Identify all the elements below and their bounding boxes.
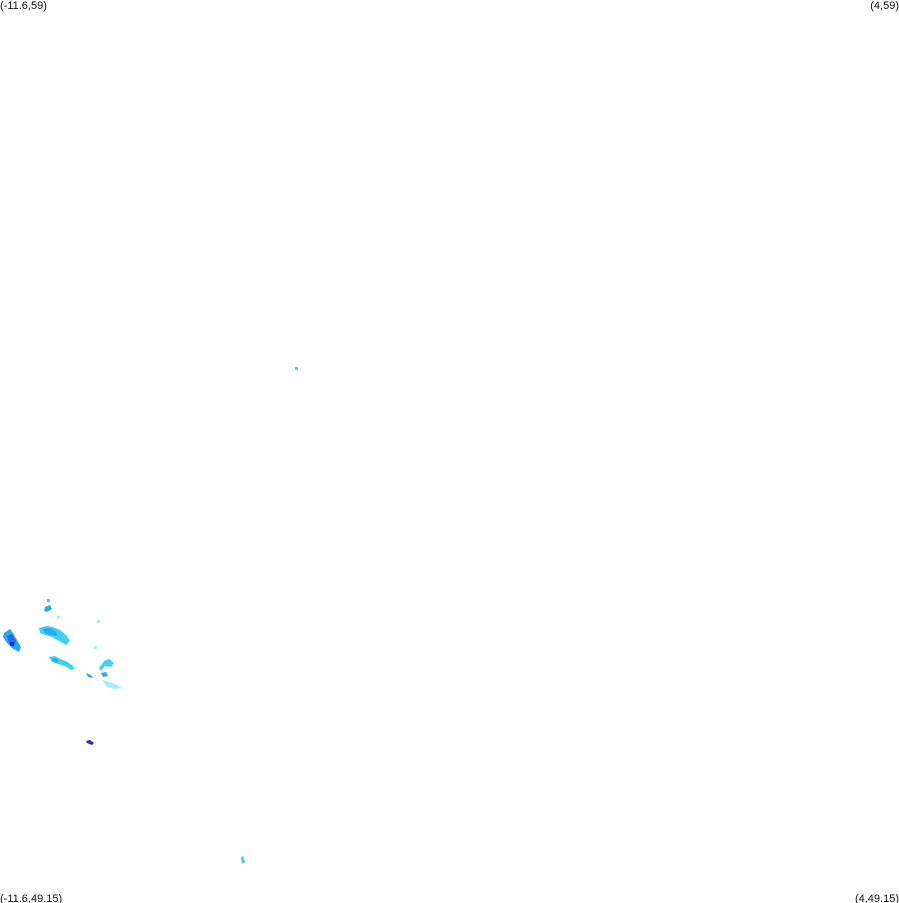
echo-central [295, 367, 298, 370]
echo-far-south [241, 856, 245, 864]
echo-cluster-northwest [44, 599, 52, 612]
echo-streak-south [86, 740, 94, 745]
corner-label-bottom-right: (4,49.15) [854, 893, 899, 903]
corner-label-top-right: (4,59) [870, 0, 899, 12]
echo-cluster-mid [39, 616, 100, 649]
echo-cluster-west [3, 629, 21, 652]
corner-label-bottom-left: (-11.6,49.15) [0, 893, 63, 903]
corner-label-top-left: (-11.6,59) [0, 0, 47, 12]
echo-cluster-south [49, 656, 93, 678]
echo-cluster-east [99, 659, 122, 689]
